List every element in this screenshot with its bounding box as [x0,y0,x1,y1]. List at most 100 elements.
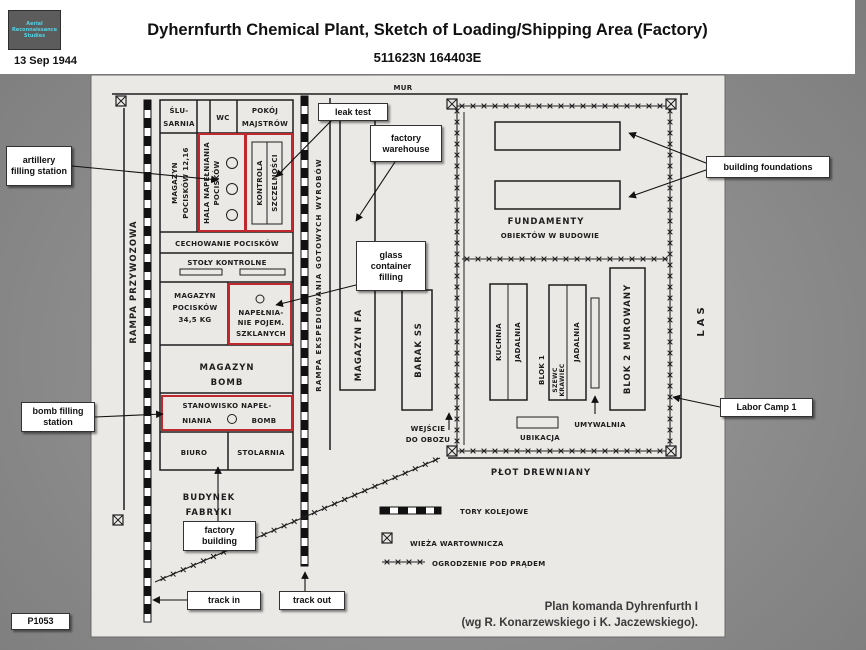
fence-mark [454,152,460,158]
fence-mark [454,251,460,257]
label-plot-drewniany: PŁOT DREWNIANY [491,468,591,478]
legend-fence-label: OGRODZENIE POD PRĄDEM [432,560,546,568]
label-napelnianie-szklanych: SZKLANYCH [236,330,286,338]
fence-mark [454,185,460,191]
fence-mark [454,361,460,367]
fence-mark [667,130,673,136]
fence-mark [558,448,564,454]
fence-mark [321,505,328,512]
arrow-glass-container [275,281,369,308]
fence-mark [667,163,673,169]
fence-mark [384,559,390,565]
fence-mark [536,448,542,454]
arrow-building-foundations [628,169,707,199]
label-las: LAS [696,303,707,336]
label-wc: WC [216,114,229,122]
fence-mark [454,306,460,312]
factory-building-plan: ŚLU- SARNIA WC POKÓJ MAJSTRÓW MAGAZYN PO… [159,99,294,518]
label-magazyn-bomb: BOMB [211,378,244,388]
fence-mark [454,394,460,400]
fence-mark [454,438,460,444]
fence-mark [459,448,465,454]
arrow-leak-test [275,119,333,178]
fence-mark [454,273,460,279]
fence-mark [667,339,673,345]
fence-mark [667,306,673,312]
fence-mark [613,448,619,454]
fence-mark [402,470,408,476]
label-magazyn-pociskow: MAGAZYN [171,162,179,204]
fence-mark [180,566,187,573]
rail-track-in [143,99,152,623]
label-napelnianie-szklanych: NAPEŁNIA- [238,309,283,317]
fence-mark [454,174,460,180]
arrow-artillery-filling [71,165,219,184]
fence-mark [547,103,553,109]
plan-caption-source: (wg R. Konarzewskiego i K. Jaczewskiego)… [462,617,698,629]
fence-mark [454,240,460,246]
label-fundamenty: OBIEKTÓW W BUDOWIE [501,231,599,240]
fence-mark [667,350,673,356]
fence-mark [596,256,602,262]
label-magazyn-pociskow: POCISKÓW 12,16 [181,147,190,218]
fence-mark [454,163,460,169]
label-pokoj-majstrow: MAJSTRÓW [242,119,288,128]
legend-tower-label: WIEŻA WARTOWNICZA [410,539,504,548]
label-stanowisko: STANOWISKO NAPEŁ- [182,402,271,410]
label-hala-napelniania: HALA NAPEŁNIANIA [203,142,211,224]
label-stolarnia: STOLARNIA [237,449,285,457]
fence-mark [640,256,646,262]
fence-mark [667,185,673,191]
fence-mark [481,103,487,109]
label-slusarnia: ŚLU- [169,106,188,115]
label-stanowisko: NIANIA [182,417,212,425]
label-jadalnia: JADALNIA [573,322,581,363]
fence-mark [331,501,338,507]
fence-mark [454,405,460,411]
fence-mark [667,229,673,235]
guard-tower-icon [115,95,127,107]
label-rampa-ekspediowania: RAMPA EKSPEDIOWANIA GOTOWYCH WYROBÓW [314,158,323,392]
fence-mark [667,438,673,444]
fence-mark [563,256,569,262]
guard-tower-icon [112,514,124,526]
label-umywalnia: UMYWALNIA [574,421,626,429]
label-biuro: BIURO [181,449,207,457]
fence-mark [635,103,641,109]
fence-mark [372,483,378,490]
legend-tower-icon [381,532,393,544]
fence-mark [667,240,673,246]
fence-mark [503,448,509,454]
label-kuchnia: KUCHNIA [495,323,503,361]
fence-mark [301,514,308,520]
fence-mark [667,119,673,125]
tower-cross [665,98,677,110]
fence-mark [519,256,525,262]
filling-station-circle [226,183,238,195]
fence-mark [454,218,460,224]
fence-mark [432,457,439,463]
fence-mark [271,527,277,533]
fence-mark [200,558,207,564]
label-szewc: SZEWC [552,367,559,393]
fence-mark [454,196,460,202]
fence-mark [667,328,673,334]
factory-outline [159,99,294,471]
note-bomb-filling: bomb filling station [21,402,95,432]
label-pokoj-majstrow: POKÓJ [252,106,278,115]
fence-mark [508,256,514,262]
electric-fences [154,103,673,583]
fence-mark [481,448,487,454]
fence-mark [667,383,673,389]
fence-mark [667,427,673,433]
label-magazyn-34: POCISKÓW [172,303,217,312]
guard-tower-icon [446,445,458,457]
label-magazyn-34: MAGAZYN [174,292,216,300]
fence-mark [525,448,531,454]
fence-mark [422,461,429,468]
label-fundamenty: FUNDAMENTY [508,217,585,227]
fence-mark [459,103,465,109]
fence-mark [210,553,217,560]
fence-mark [497,256,503,262]
fence-mark [291,518,297,525]
